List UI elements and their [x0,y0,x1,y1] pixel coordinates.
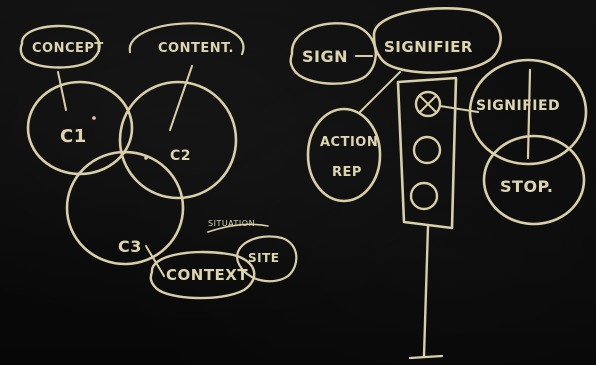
action-label: ACTION [320,135,378,150]
action-rep-circle [308,109,380,201]
chalk-dot [123,150,127,154]
signifier-label: SIGNIFIER [384,38,473,56]
light-cross [420,96,436,112]
signified-label: SIGNIFIED [476,98,560,114]
circle-c2 [120,82,236,198]
context-label: CONTEXT [166,266,248,284]
signified-divider [528,70,530,158]
rep-label: REP [332,165,362,180]
sign-label: SIGN [302,47,348,66]
chalk-dot [92,116,96,120]
content-label: CONTENT. [158,41,234,56]
chalk-dot [144,156,148,160]
c1-label: C1 [60,126,87,147]
traffic-light-pole [424,226,428,356]
signifier-action-connector [360,72,400,112]
situation-label: SITUATION [208,219,255,228]
content-connector [170,66,192,130]
traffic-light-body [398,78,456,228]
stop-label: STOP. [500,177,553,196]
traffic-light-bottom [411,183,437,209]
pole-base [410,356,442,358]
c3-label: C3 [118,237,142,256]
site-label: SITE [248,251,280,265]
c2-label: C2 [170,148,191,164]
concept-connector [58,72,66,110]
traffic-light-middle [414,137,440,163]
concept-label: CONCEPT [32,41,104,56]
light-signified-connector [440,106,478,112]
